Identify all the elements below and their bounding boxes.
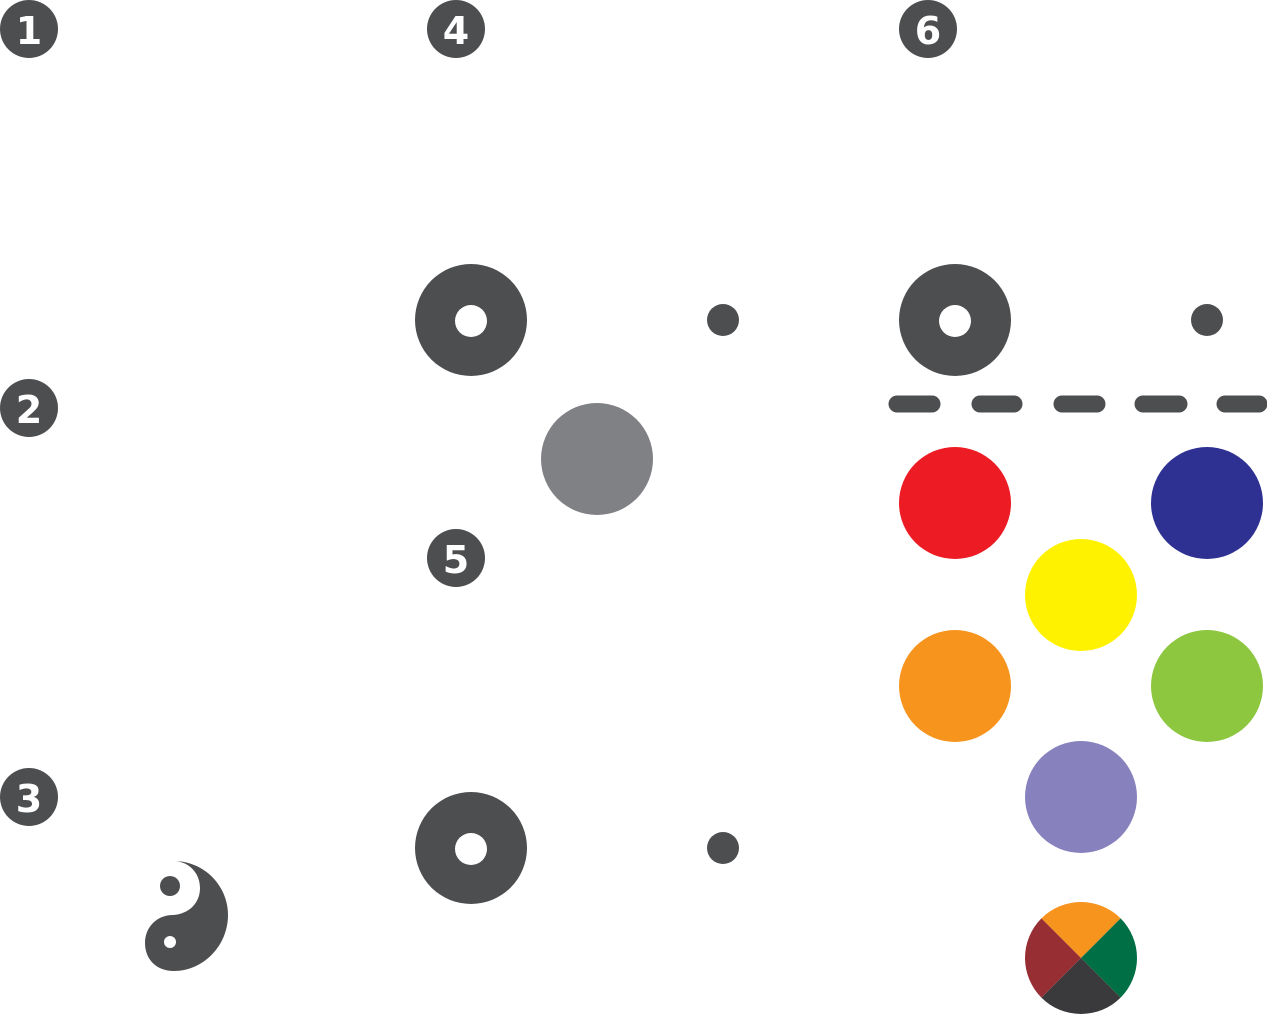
section-marker-5: 5	[427, 529, 485, 587]
quadrant-left	[1024, 918, 1081, 998]
navy-circle	[1151, 447, 1263, 559]
marker-label: 5	[443, 538, 469, 582]
ring-top-left	[415, 264, 527, 376]
quadrant-right	[1081, 918, 1138, 998]
ring-bottom-left	[415, 792, 527, 904]
ring-hole	[455, 833, 487, 865]
quadrant-circle	[1024, 901, 1138, 1015]
marker-label: 4	[443, 9, 469, 53]
marker-label: 3	[16, 777, 42, 821]
small-dot	[707, 304, 739, 336]
section-marker-1: 1	[0, 0, 58, 58]
marker-label: 6	[915, 9, 941, 53]
orange-circle	[899, 630, 1011, 742]
quadrant-top	[1041, 901, 1121, 958]
section-marker-6: 6	[899, 0, 957, 58]
ring-hole	[455, 305, 487, 337]
lavender-circle	[1025, 741, 1137, 853]
gray-circle	[541, 403, 653, 515]
section-marker-2: 2	[0, 379, 58, 437]
ring-hole	[939, 305, 971, 337]
section-marker-4: 4	[427, 0, 485, 58]
red-circle	[899, 447, 1011, 559]
small-dark-dot	[160, 876, 180, 896]
ring-section-6	[899, 264, 1011, 376]
yin-yang-half-icon	[145, 861, 228, 971]
section-marker-3: 3	[0, 768, 58, 826]
small-dot	[707, 832, 739, 864]
small-dot	[1191, 304, 1223, 336]
marker-label: 2	[16, 388, 42, 432]
small-white-dot	[164, 936, 176, 948]
green-circle	[1151, 630, 1263, 742]
quadrant-bottom	[1041, 958, 1121, 1015]
yellow-circle	[1025, 539, 1137, 651]
marker-label: 1	[16, 9, 42, 53]
